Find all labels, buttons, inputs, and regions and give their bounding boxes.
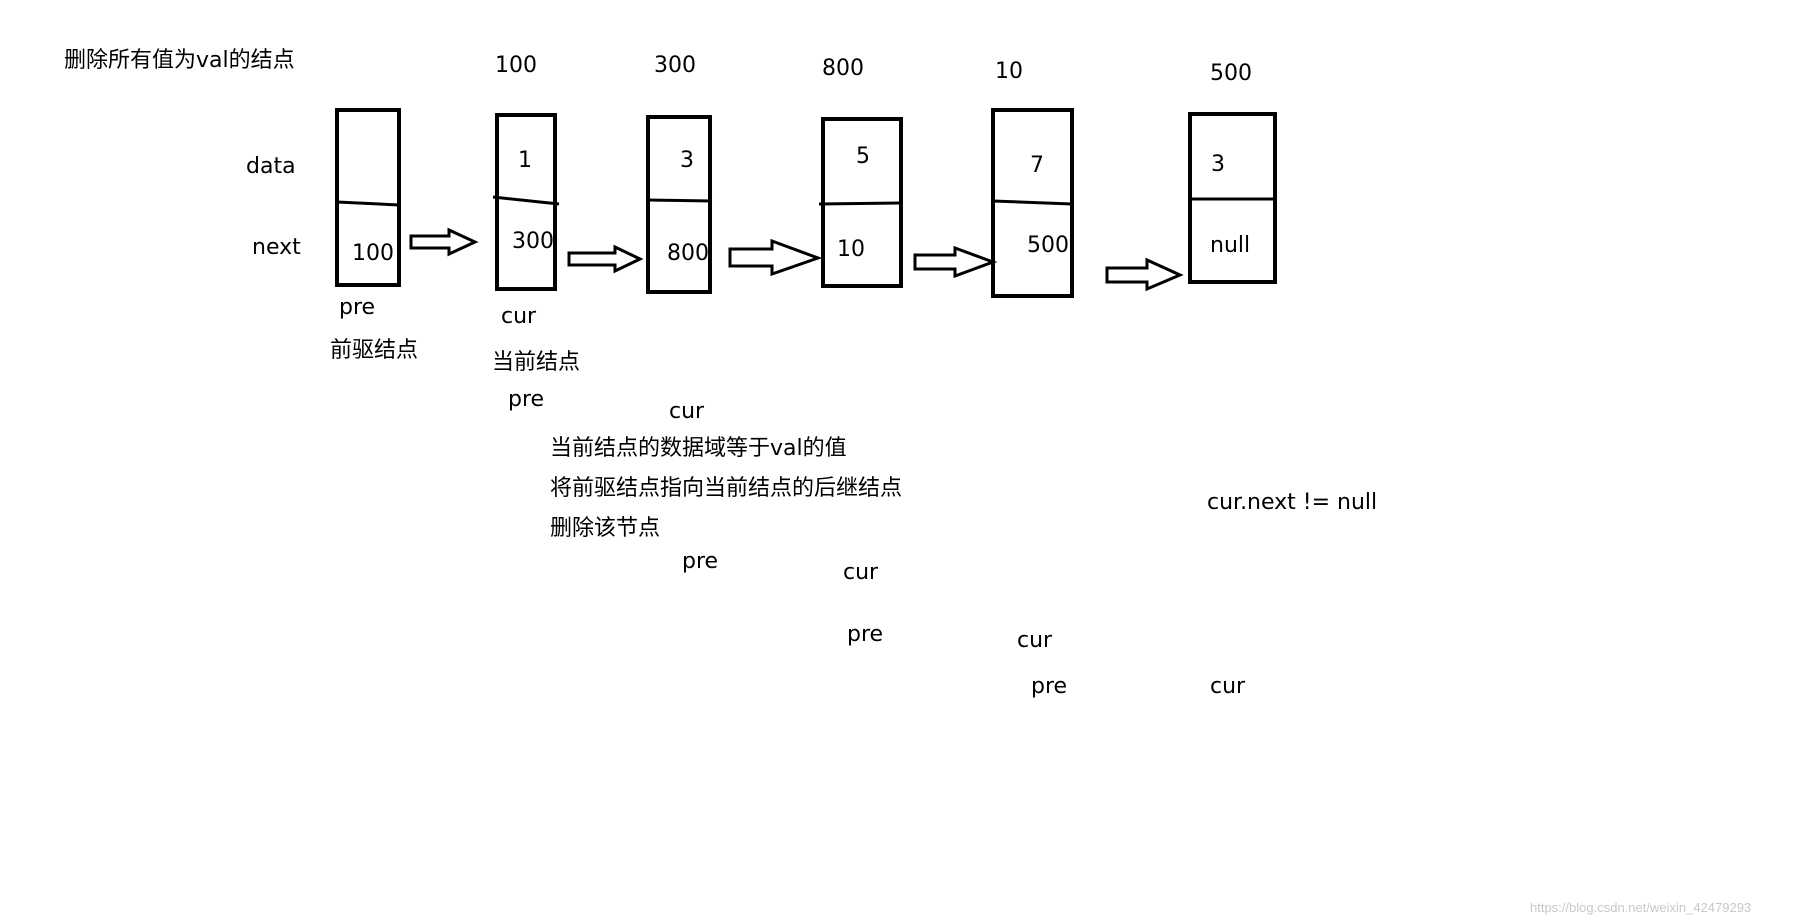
- note-line: 删除该节点: [550, 516, 661, 541]
- node-next-value: 100: [352, 241, 394, 266]
- node-caption-predecessor: 前驱结点: [330, 338, 419, 363]
- node-data-value: 3: [1211, 152, 1225, 177]
- node-address: 500: [1210, 61, 1252, 86]
- node-address: 800: [822, 56, 864, 81]
- node-box-2: [646, 115, 713, 294]
- node-address: 300: [654, 53, 696, 78]
- trace-pointer-label: pre: [682, 549, 719, 574]
- node-box-4: [991, 108, 1074, 298]
- node-next-value: 800: [667, 241, 709, 266]
- node-next-value: 10: [837, 237, 865, 262]
- trace-pointer-label: pre: [847, 622, 884, 647]
- node-data-value: 3: [680, 148, 694, 173]
- node-box-3: [818, 117, 903, 288]
- note-line: 当前结点的数据域等于val的值: [550, 436, 847, 461]
- pointer-label-cur: cur: [501, 304, 537, 329]
- pointer-label-pre: pre: [339, 295, 376, 320]
- trace-pointer-label: cur: [843, 560, 879, 585]
- trace-pointer-label: cur: [1017, 628, 1053, 653]
- node-box-0: [335, 108, 401, 287]
- node-next-value: 300: [512, 229, 554, 254]
- trace-pointer-label: pre: [508, 387, 545, 412]
- arrow-0-to-1: [409, 227, 479, 257]
- node-data-value: 7: [1030, 153, 1044, 178]
- node-box-5: [1188, 112, 1277, 284]
- arrow-1-to-2: [567, 244, 644, 274]
- diagram-title: 删除所有值为val的结点: [64, 48, 295, 73]
- trace-pointer-label: pre: [1031, 674, 1068, 699]
- next-field-label: next: [252, 235, 301, 260]
- node-box-1: [492, 113, 560, 291]
- node-address: 100: [495, 53, 537, 78]
- watermark: https://blog.csdn.net/weixin_42479293: [1530, 900, 1752, 915]
- note-line: 将前驱结点指向当前结点的后继结点: [550, 476, 903, 501]
- arrow-4-to-5: [1105, 257, 1184, 292]
- loop-condition: cur.next != null: [1207, 490, 1378, 515]
- trace-pointer-label: cur: [1210, 674, 1246, 699]
- node-address: 10: [995, 59, 1023, 84]
- node-data-value: 5: [856, 144, 870, 169]
- arrow-3-to-4: [913, 245, 998, 279]
- data-field-label: data: [246, 154, 296, 179]
- node-data-value: 1: [518, 148, 532, 173]
- node-next-value: null: [1210, 233, 1251, 258]
- node-next-value: 500: [1027, 233, 1069, 258]
- arrow-2-to-3: [728, 238, 823, 277]
- trace-pointer-label: cur: [669, 399, 705, 424]
- node-caption-current: 当前结点: [492, 350, 581, 375]
